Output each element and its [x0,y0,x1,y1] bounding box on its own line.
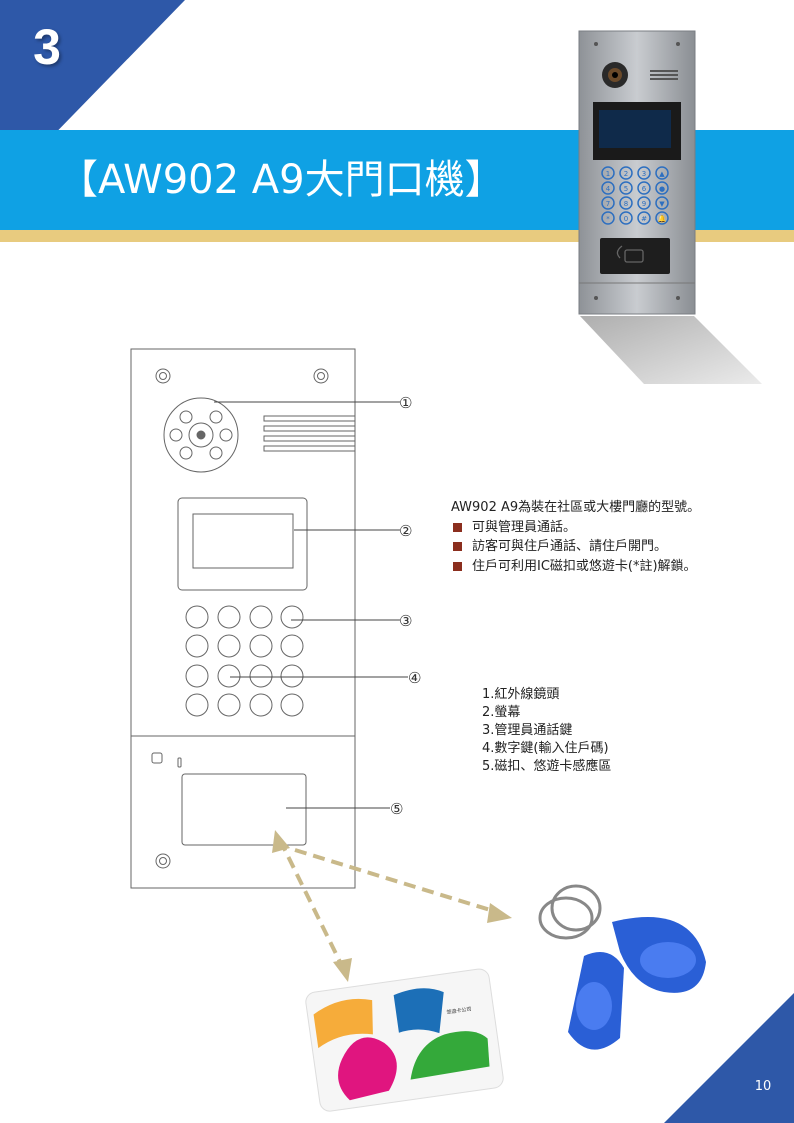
legend-item: 5.磁扣、悠遊卡感應區 [482,759,612,774]
description: AW902 A9為裝在社區或大樓門廳的型號。 可與管理員通話。 訪客可與住戶通話… [451,498,781,576]
diagram-key [249,693,273,717]
legend-item: 2.螢幕 [482,705,521,720]
photo-key [601,196,615,210]
photo-key [637,211,651,225]
diagram-key [280,664,304,688]
photo-key [619,166,633,180]
photo-key-label: 4 [606,185,611,193]
callout-4: ④ [408,669,422,687]
diagram-camera [163,397,239,473]
photo-key [655,196,669,210]
speaker-grille-icon [650,70,678,80]
photo-key-label: 8 [624,200,628,208]
diagram-key [280,605,304,629]
callout-1: ① [399,394,413,412]
photo-key-label: 0 [624,215,628,223]
section-number: 3 [33,19,61,75]
key-fob-image [538,884,706,1050]
description-heading: AW902 A9為裝在社區或大樓門廳的型號。 [451,500,701,515]
legend-list: 1.紅外線鏡頭 2.螢幕 3.管理員通話鍵 4.數字鍵(輸入住戶碼) 5.磁扣、… [482,686,611,776]
photo-key-label: ▲ [659,170,665,178]
diagram-key [217,664,241,688]
diagram-key [217,605,241,629]
diagram-key [249,634,273,658]
photo-key [601,181,615,195]
bullet-item: 可與管理員通話。 [451,518,781,538]
photo-key [655,166,669,180]
bullet-item: 訪客可與住戶通話、請住戶開門。 [451,537,781,557]
corner-triangle-bottom [664,993,794,1123]
callout-2: ② [399,522,413,540]
transit-card-image: 悠遊卡公司 [305,968,504,1112]
photo-key-label: 6 [642,185,647,193]
callout-3: ③ [399,612,413,630]
callout-5: ⑤ [390,800,404,818]
diagram-key [217,634,241,658]
diagram-key [185,634,209,658]
photo-key-label: 5 [624,185,628,193]
photo-key-label: ● [659,185,665,193]
product-photo: 1 2 3 ▲ 4 5 6 ● 7 8 9 ▼ * 0 # 🔔 [578,30,762,384]
legend-item: 4.數字鍵(輸入住戶碼) [482,741,609,756]
photo-key [655,211,669,225]
photo-key [619,196,633,210]
photo-key-label: ▼ [659,200,665,208]
photo-key-label: 9 [642,200,646,208]
photo-key-label: * [606,215,610,223]
bullet-item: 住戶可利用IC磁扣或悠遊卡(*註)解鎖。 [451,557,781,577]
diagram-speaker [263,415,356,452]
photo-key-label: 1 [606,170,610,178]
diagram-key [280,634,304,658]
diagram-key [185,664,209,688]
photo-key [655,181,669,195]
photo-key [637,196,651,210]
photo-key-label: 2 [624,170,628,178]
photo-key [619,181,633,195]
photo-key-label: 🔔 [658,214,667,223]
legend-item: 3.管理員通話鍵 [482,723,573,738]
photo-key-label: # [641,215,647,223]
card-logo-text: 悠遊卡公司 [446,1005,472,1015]
photo-key [601,166,615,180]
photo-key [637,181,651,195]
page-number: 10 [754,1079,772,1094]
diagram-key [185,605,209,629]
page-title: 【AW902 A9大門口機】 [58,157,505,203]
diagram-key [249,664,273,688]
photo-key [619,211,633,225]
diagram-key [185,693,209,717]
bullet-square [453,522,462,532]
rfid-reader-icon [616,245,644,263]
diagram-key [217,693,241,717]
photo-key-label: 7 [606,200,610,208]
camera-lens-icon [602,62,628,88]
bullet-square [453,542,462,552]
diagram-key [280,693,304,717]
photo-key [601,211,615,225]
legend-item: 1.紅外線鏡頭 [482,687,560,702]
photo-key-label: 3 [642,170,646,178]
photo-key [637,166,651,180]
diagram-key [249,605,273,629]
bullet-square [453,561,462,571]
